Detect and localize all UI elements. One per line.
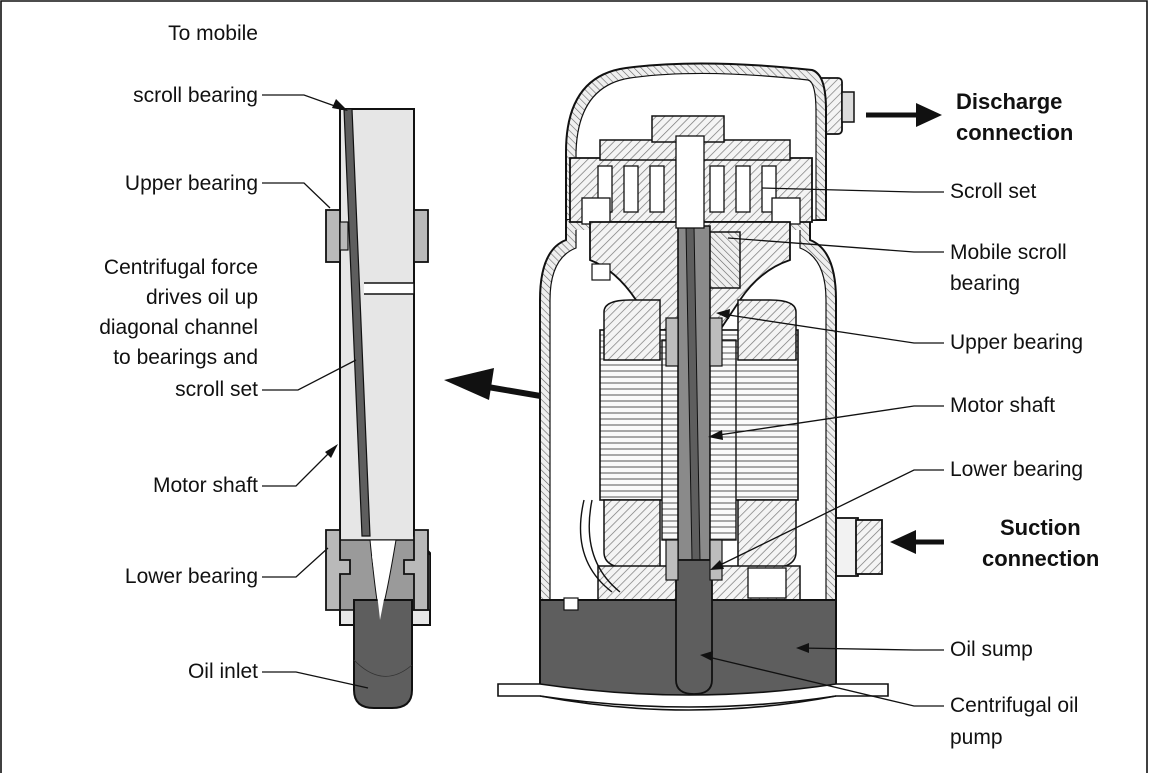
leader-right-motor-shaft	[711, 405, 944, 437]
frame-bolt	[591, 263, 611, 281]
flow-arrows	[866, 103, 944, 554]
scroll-pin-left	[581, 197, 611, 225]
motor-wire-1	[579, 499, 613, 593]
left-lower-bearing-l	[325, 529, 351, 611]
label-oil-sump: Oil sump	[950, 638, 1033, 661]
leader-centrifugal-pump	[703, 655, 944, 707]
leader-scroll-set	[761, 187, 944, 193]
leader-oil-inlet	[262, 671, 369, 689]
upper-bearing-sleeve-r	[709, 317, 723, 367]
label-mobile-scroll-line1: Mobile scroll	[950, 241, 1067, 264]
label-centrifugal-line3: diagonal channel	[99, 316, 258, 339]
label-left-upper-bearing: Upper bearing	[125, 172, 258, 195]
label-suction-line1: Suction	[1000, 515, 1081, 540]
discharge-fitting-tip	[841, 91, 855, 123]
label-discharge-line2: connection	[956, 120, 1073, 145]
label-centrifugal-line1: Centrifugal force	[104, 256, 258, 279]
label-left-lower-bearing: Lower bearing	[125, 565, 258, 588]
arrowhead-centrifugal-pump	[700, 651, 713, 661]
arrowhead-oil-sump	[796, 643, 809, 653]
arrowhead-right-upper-bearing	[716, 309, 730, 319]
upper-bearing-sleeve-l	[665, 317, 679, 367]
double-arrow-head-left	[444, 368, 494, 400]
suction-fitting-tip	[855, 519, 883, 575]
inlet-contour	[353, 659, 413, 677]
oil-inlet-tube	[353, 599, 413, 709]
motor-wire-2	[588, 499, 621, 593]
left-lower-bearing-r	[403, 529, 429, 611]
label-left-motor-shaft: Motor shaft	[153, 474, 258, 497]
label-right-lower-bearing: Lower bearing	[950, 458, 1083, 481]
label-right-upper-bearing: Upper bearing	[950, 331, 1083, 354]
label-discharge-line1: Discharge	[956, 89, 1062, 114]
leader-left-lower-bearing	[262, 547, 329, 578]
winding-bottom-right	[737, 499, 797, 569]
label-centrifugal-line2: drives oil up	[146, 286, 258, 309]
lower-bolt	[747, 567, 787, 599]
label-centrifugal-pump-line2: pump	[950, 726, 1003, 749]
leader-centrifugal	[262, 359, 357, 391]
winding-top-left	[603, 299, 661, 361]
winding-top-right	[737, 299, 797, 361]
label-centrifugal-line5: scroll set	[175, 378, 258, 401]
shaft-detail	[325, 108, 431, 709]
label-right-motor-shaft: Motor shaft	[950, 394, 1055, 417]
label-scroll-set: Scroll set	[950, 180, 1037, 203]
shaft-break	[364, 282, 415, 295]
arrowhead-right-motor-shaft	[708, 430, 723, 440]
arrowhead-left-motor-shaft	[325, 444, 338, 458]
label-to-mobile-line1: To mobile	[168, 22, 258, 45]
sump-plug	[563, 597, 579, 611]
leader-right-lower-bearing	[713, 469, 944, 569]
oil-cavity-highlight	[372, 556, 392, 620]
diagonal-oil-channel	[343, 108, 371, 537]
crank-pin	[675, 135, 705, 229]
label-suction-line2: connection	[982, 546, 1099, 571]
label-to-mobile-line2: scroll bearing	[133, 84, 258, 107]
leader-oil-sump	[799, 647, 944, 651]
arrowhead-right-lower-bearing	[710, 560, 724, 570]
left-upper-bearing-l	[325, 209, 341, 263]
label-centrifugal-line4: to bearings and	[113, 346, 258, 369]
base-bottom-line	[539, 695, 837, 711]
left-labels: To mobile scroll bearing Upper bearing C…	[99, 22, 369, 689]
leader-left-upper-bearing	[262, 182, 331, 209]
leader-left-motor-shaft	[262, 445, 337, 487]
scroll-pin-right	[771, 197, 801, 225]
left-upper-bearing-r	[413, 209, 429, 263]
suction-arrow-head	[890, 530, 916, 554]
lower-bearing-sleeve-l	[665, 539, 679, 581]
leader-mobile-scroll	[727, 237, 944, 253]
leader-to-mobile	[262, 94, 347, 111]
compressor-cutaway	[497, 62, 889, 711]
leader-right-upper-bearing	[721, 313, 944, 344]
lower-bearing-sleeve-r	[709, 539, 723, 581]
left-upper-bearing-l-inner	[339, 221, 349, 251]
label-centrifugal-pump-line1: Centrifugal oil	[950, 694, 1078, 717]
discharge-arrow-head	[916, 103, 942, 127]
label-mobile-scroll-line2: bearing	[950, 272, 1020, 295]
label-oil-inlet: Oil inlet	[188, 660, 258, 683]
oil-pump-tube	[675, 559, 713, 695]
right-labels: Discharge connection Scroll set Mobile s…	[700, 89, 1099, 749]
base-plate	[497, 683, 889, 708]
arrowhead-to-mobile	[332, 99, 348, 111]
winding-bottom-left	[603, 499, 661, 569]
